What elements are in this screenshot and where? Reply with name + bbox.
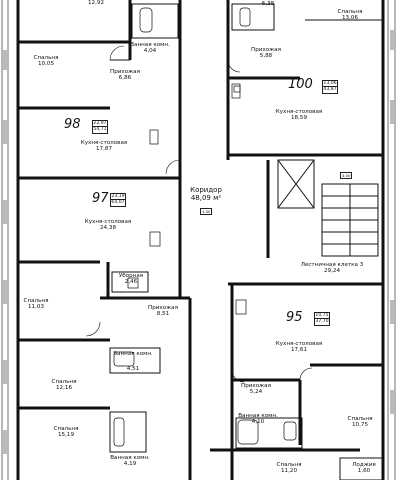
room-top-left: 12,92: [87, 0, 105, 6]
fixtures: [113, 7, 297, 447]
stair-level-mark: 4.00: [340, 172, 353, 179]
room-top-mid: 6,38: [261, 1, 275, 7]
corridor-label: Коридор 48,09 м²: [190, 186, 222, 202]
room-bath-bl: Ванная комн.4,19: [110, 455, 150, 468]
room-bath-top: Ванная комн.4,04: [130, 42, 170, 55]
right-facade-wall: [387, 0, 396, 480]
corridor-level-mark: 4.00: [200, 208, 213, 215]
partitions: [109, 3, 384, 480]
room-bath-96: Ванная комн.4,51: [113, 351, 153, 373]
room-bath-95: Ванная комн.4,10: [238, 413, 278, 426]
window-marks: [3, 30, 394, 454]
stair-core: [277, 159, 379, 257]
left-facade-wall: [1, 0, 9, 480]
door-swings: [85, 45, 313, 383]
left-block-walls: [16, 0, 192, 480]
right-block-walls: [210, 0, 385, 480]
